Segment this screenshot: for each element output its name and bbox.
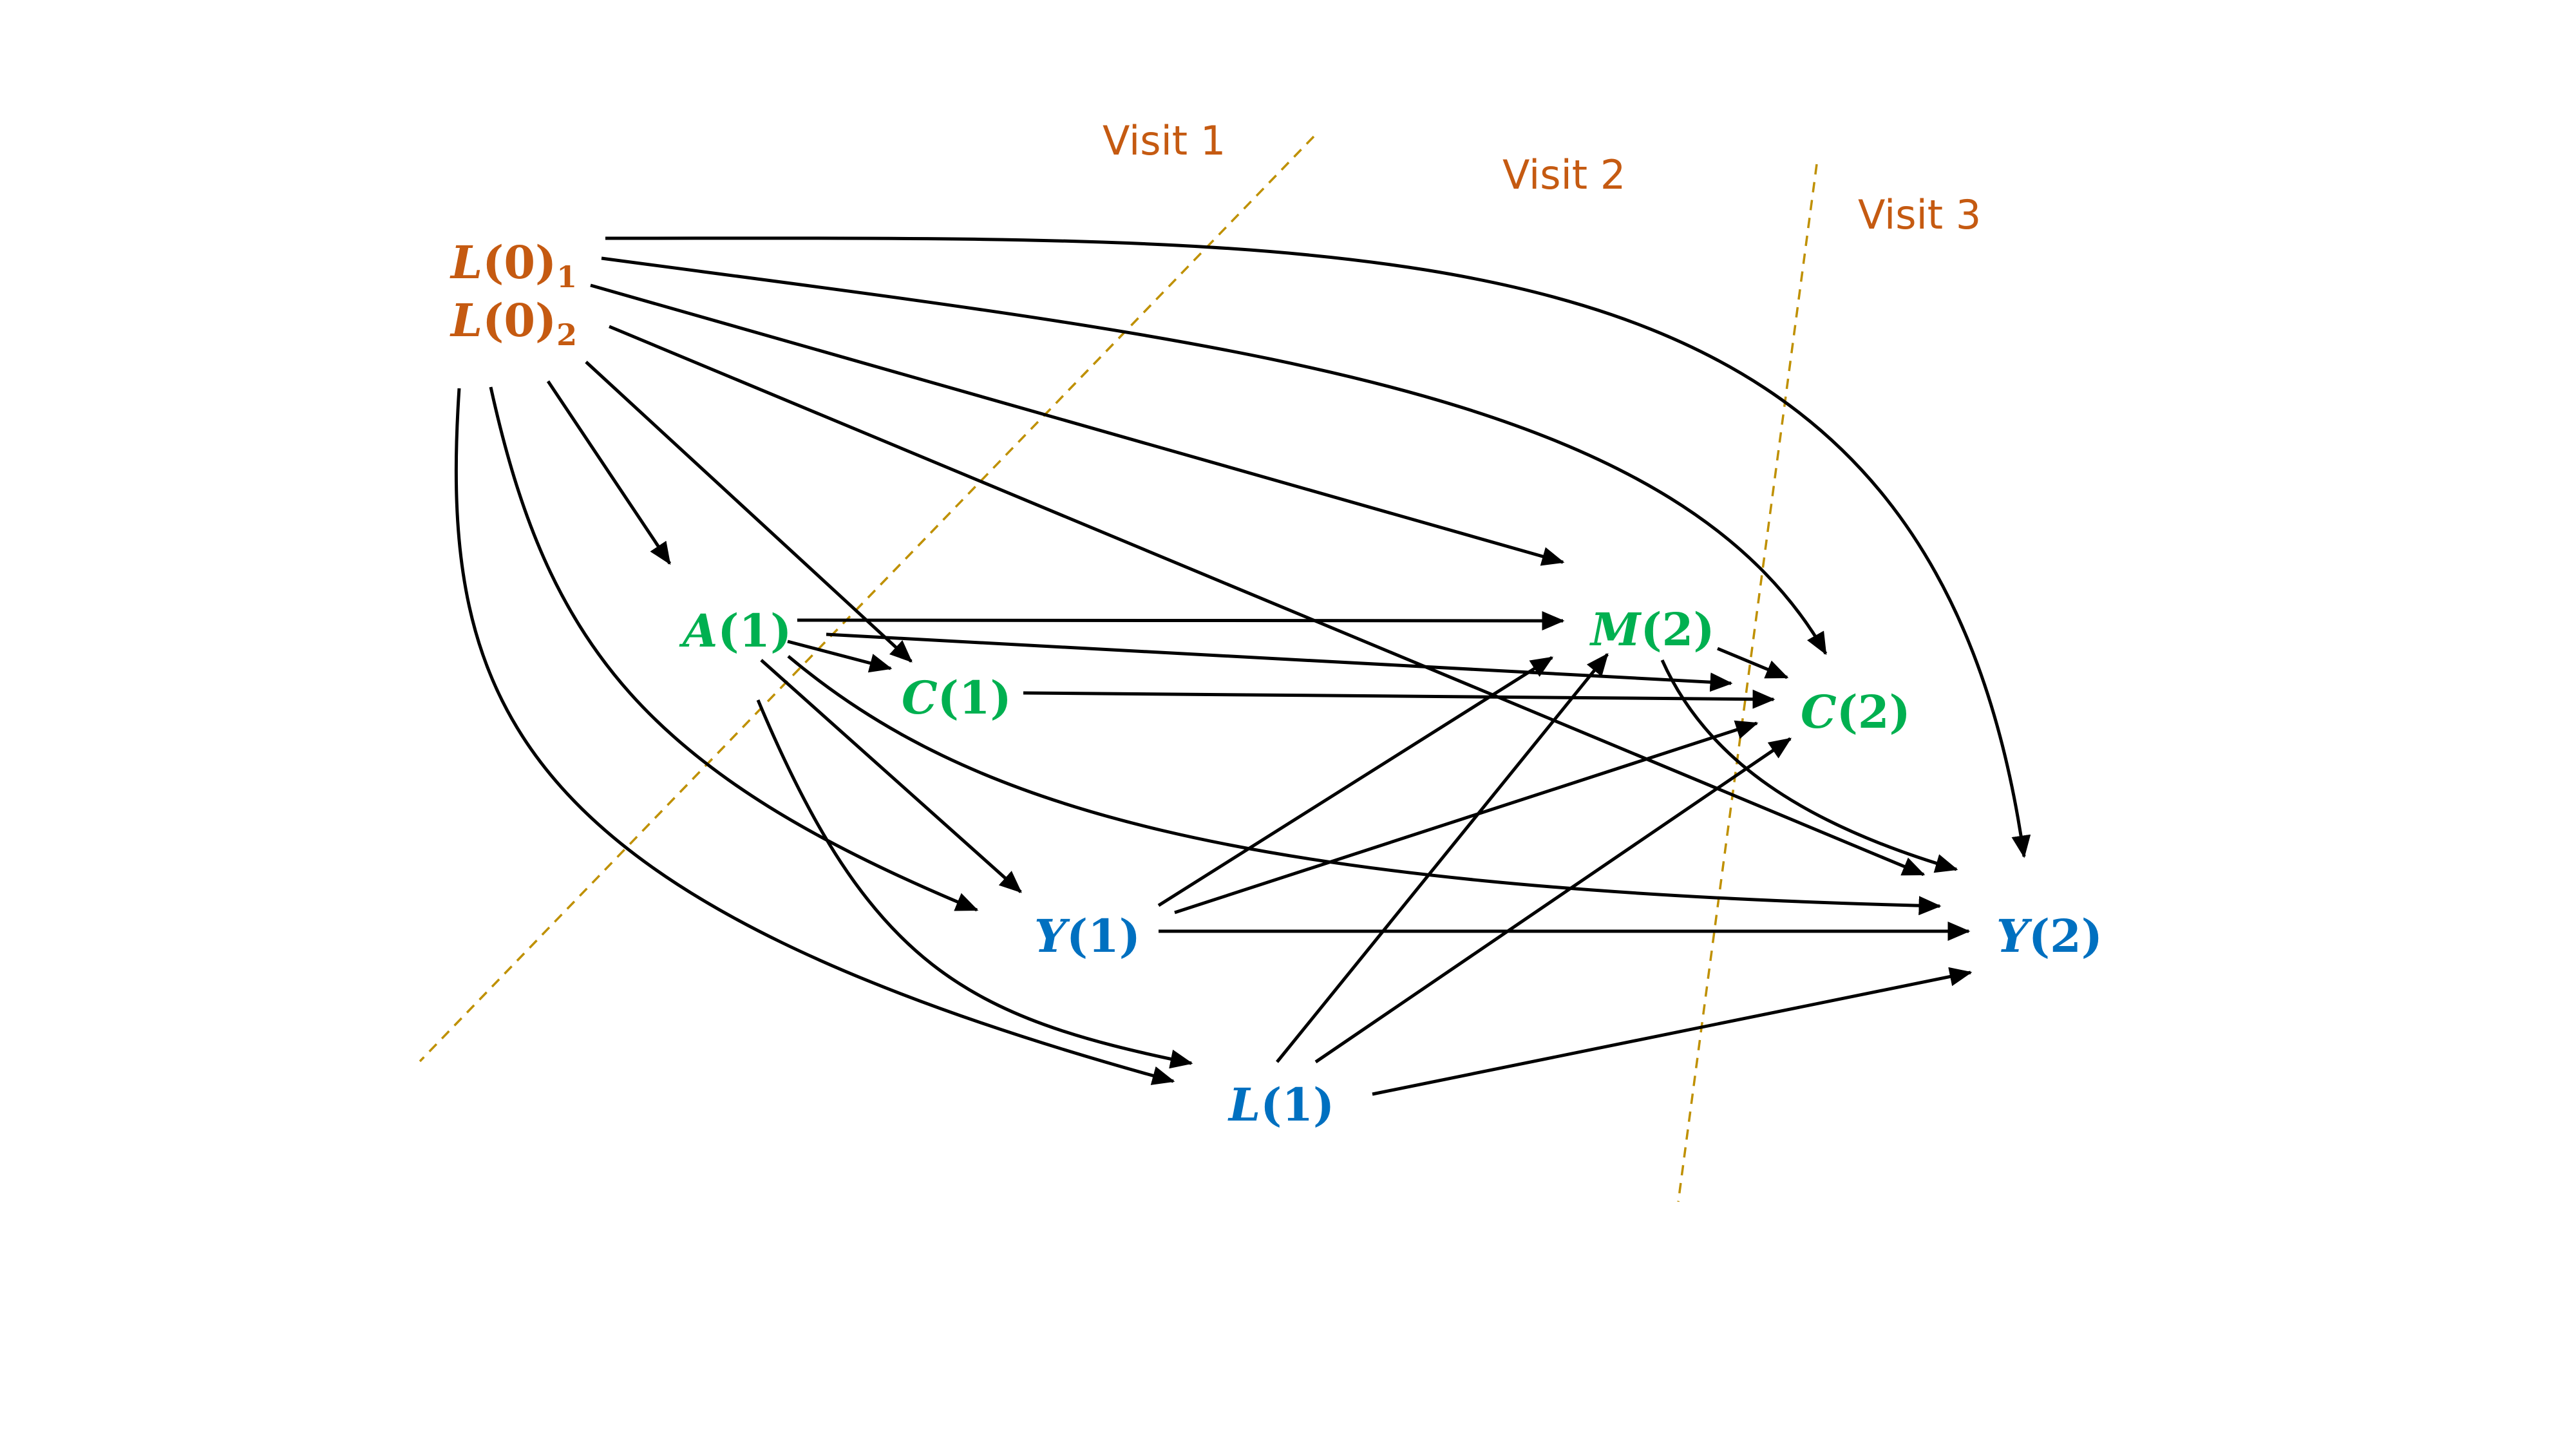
node-variable: Y [1996,909,2032,963]
node-time-index: (1) [1260,1078,1334,1132]
node-time-index: (1) [938,671,1012,724]
edge-A1-to-L1 [756,699,1193,1069]
edge-M2-to-Y2 [1660,659,1958,873]
node-L0-1[interactable]: L(0)1 [450,236,577,294]
visit-1-divider [419,135,1315,1063]
visit-1-label: Visit 1 [1103,117,1226,164]
node-time-index: (1) [717,604,791,658]
node-time-index: (0) [482,236,556,289]
node-C1[interactable]: C(1) [902,671,1012,724]
edge-Y1-to-C2 [1174,720,1759,914]
edge-C1-to-C2 [1023,689,1776,709]
node-time-index: (2) [2029,909,2103,963]
edge-L1-to-Y2 [1372,967,1973,1096]
node-L0-2[interactable]: L(0)2 [450,294,577,352]
edge-L0-to-C1 [585,361,913,663]
edge-L0-to-Y2 [605,236,2031,858]
node-time-index: (0) [482,294,556,347]
node-variable: M [1589,603,1642,656]
edge-A1-to-Y2 [787,655,1942,916]
edge-M2-to-C2 [1717,647,1789,679]
node-subscript: 1 [556,260,577,294]
edges-group [454,236,2031,1096]
edge-L0-to-A1 [546,380,672,565]
node-C2[interactable]: C(2) [1801,685,1911,739]
node-time-index: (1) [1066,909,1141,963]
node-variable: L [1227,1078,1260,1132]
edge-A1-to-C2 [826,632,1733,692]
node-variable: L [450,236,482,289]
node-Y1[interactable]: Y(1) [1034,909,1141,963]
edge-L0-to-Y2 [609,325,1926,876]
edge-L1-to-C2 [1314,737,1792,1064]
edge-L0-to-M2 [590,283,1565,566]
node-variable: A [679,604,717,658]
node-A1[interactable]: A(1) [679,604,791,658]
edge-A1-to-M2 [797,611,1565,630]
edge-L1-to-M2 [1276,653,1609,1063]
node-variable: C [902,671,938,724]
edge-A1-to-Y1 [760,659,1022,893]
node-time-index: (2) [1641,603,1715,656]
node-time-index: (2) [1837,685,1911,739]
node-subscript: 2 [556,317,577,352]
node-Y2[interactable]: Y(2) [1996,909,2103,963]
edge-Y1-to-M2 [1157,656,1554,907]
node-L1[interactable]: L(1) [1227,1078,1334,1132]
edge-L0-to-C2 [601,256,1828,656]
node-variable: L [450,294,482,347]
visit-2-label: Visit 2 [1502,151,1625,198]
node-M2[interactable]: M(2) [1589,603,1714,656]
node-variable: Y [1034,909,1070,963]
edge-L0-to-L1 [454,388,1175,1085]
node-variable: C [1801,685,1837,739]
visit-3-label: Visit 3 [1858,191,1981,238]
edge-A1-to-C1 [787,639,893,673]
edge-L0-to-Y1 [489,386,979,912]
